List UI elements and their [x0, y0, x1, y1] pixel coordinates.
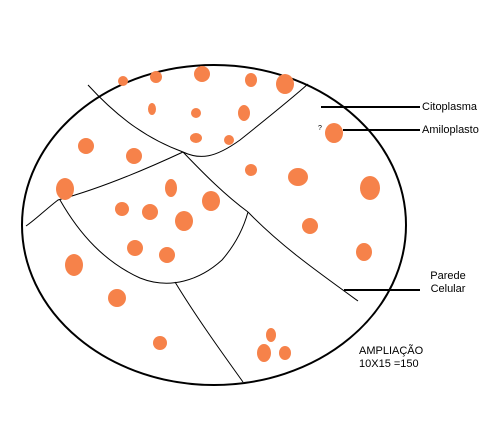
cell-wall-segment	[87, 84, 184, 153]
cell-wall-segment	[174, 281, 244, 383]
amyloplast	[191, 108, 201, 118]
amyloplast	[65, 254, 83, 276]
cell-wall-segment	[25, 151, 184, 227]
amyloplast	[224, 135, 234, 145]
amyloplast	[245, 164, 257, 176]
label-amyloplast: Amiloplasto	[422, 124, 479, 136]
amyloplast	[142, 204, 158, 220]
amyloplast	[360, 176, 380, 200]
leader-lines	[321, 106, 420, 291]
label-magnification-line2: 10X15 =150	[359, 358, 419, 370]
amyloplast	[238, 105, 250, 121]
label-cell-wall: Parede Celular	[422, 270, 474, 296]
amyloplast	[279, 346, 291, 360]
amyloplast	[302, 218, 318, 234]
amyloplast	[153, 336, 167, 350]
amyloplast	[159, 247, 175, 263]
amyloplast	[325, 123, 343, 143]
amyloplast	[126, 148, 142, 164]
amyloplast	[202, 191, 220, 211]
cell-wall-segment	[182, 151, 249, 213]
amyloplast	[148, 103, 156, 115]
amyloplast	[276, 74, 294, 94]
label-magnification-line1: AMPLIAÇÃO	[359, 345, 424, 357]
amyloplast	[356, 243, 372, 261]
amyloplast	[150, 71, 162, 83]
cell-wall-segment	[59, 199, 249, 284]
amyloplast	[175, 211, 193, 231]
label-magnification: AMPLIAÇÃO 10X15 =150	[359, 345, 423, 371]
question-mark-mark: ?	[318, 125, 322, 132]
cell-wall-segment	[247, 211, 359, 302]
amyloplast	[165, 179, 177, 197]
amyloplast	[266, 328, 276, 342]
amyloplast	[115, 202, 129, 216]
amyloplast	[257, 344, 271, 362]
amyloplast	[194, 66, 210, 82]
amyloplast	[56, 178, 74, 200]
amyloplast	[245, 73, 257, 87]
amyloplast	[108, 289, 126, 307]
cell-wall-segment	[182, 83, 309, 157]
amyloplast	[190, 133, 202, 143]
amyloplast	[288, 168, 308, 186]
amyloplast	[127, 240, 143, 256]
label-cell-wall-line2: Celular	[430, 283, 466, 295]
amyloplast	[118, 76, 128, 86]
label-cell-wall-line1: Parede	[430, 270, 466, 282]
field-of-view-circle	[21, 64, 407, 386]
amyloplast	[78, 138, 94, 154]
amyloplasts	[56, 66, 380, 362]
label-cytoplasm: Citoplasma	[422, 101, 478, 113]
